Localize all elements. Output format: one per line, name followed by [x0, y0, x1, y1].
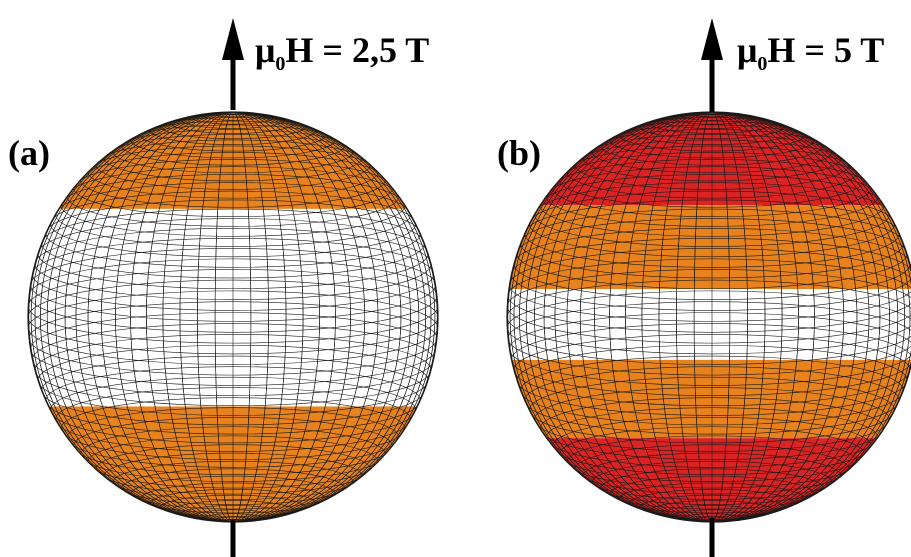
field-arrow-icon-b [701, 18, 723, 60]
sphere-b [506, 111, 911, 523]
panel-a: (a) μ0H = 2,5 T [8, 18, 439, 557]
band-red [507, 438, 911, 522]
longitude-line [594, 112, 830, 522]
longitude-line [566, 112, 858, 522]
longitude-line [179, 112, 287, 522]
band-orange [507, 205, 911, 290]
longitude-line [534, 112, 890, 522]
longitude-line [214, 112, 252, 522]
sphere-a [27, 111, 439, 523]
longitude-line [197, 112, 269, 522]
longitude-line [28, 112, 438, 522]
panel-label-b: (b) [497, 133, 541, 173]
panel-b: (b) μ0H = 5 T [497, 18, 911, 557]
band-orange [507, 359, 911, 439]
longitude-line [507, 112, 911, 522]
field-arrow-icon-a [222, 18, 244, 60]
longitude-line [46, 112, 420, 522]
longitude-line [87, 112, 379, 522]
longitude-line [34, 112, 432, 522]
field-label-b: μ0H = 5 T [737, 30, 884, 75]
band-white [28, 208, 438, 407]
latitude-line [28, 279, 438, 355]
panel-label-a: (a) [8, 133, 50, 173]
field-label-a: μ0H = 2,5 T [255, 30, 429, 75]
longitude-line [162, 112, 304, 522]
longitude-line [579, 112, 845, 522]
longitude-line [609, 112, 815, 522]
longitude-line [64, 112, 402, 522]
longitude-line [693, 112, 731, 522]
longitude-line [130, 112, 336, 522]
longitude-line [625, 112, 799, 522]
longitude-line [55, 112, 411, 522]
longitude-line [676, 112, 748, 522]
longitude-line [641, 112, 783, 522]
longitude-line [658, 112, 766, 522]
longitude-line [100, 112, 366, 522]
latitude-line [507, 279, 911, 355]
longitude-line [509, 112, 911, 522]
longitude-line [543, 112, 881, 522]
longitude-line [519, 112, 905, 522]
longitude-line [513, 112, 911, 522]
longitude-line [75, 112, 391, 522]
longitude-line [115, 112, 351, 522]
longitude-line [146, 112, 320, 522]
longitude-line [525, 112, 899, 522]
longitude-line [30, 112, 436, 522]
longitude-line [554, 112, 870, 522]
longitude-line [40, 112, 426, 522]
